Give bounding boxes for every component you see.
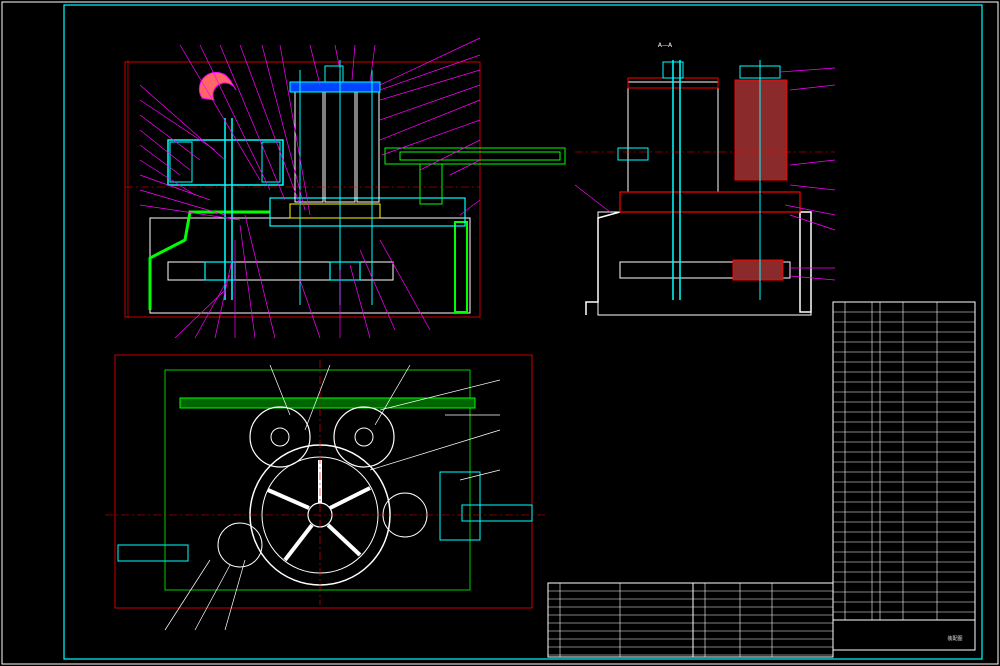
bottom-table-rows [548,590,833,656]
plan-view-sprocket-left [249,406,311,468]
front-view-bottom-gear [167,261,394,281]
front-view-mid-plate [289,203,381,219]
plan-view-conveyor-rail [179,397,476,409]
front-view-top-plate [269,197,466,227]
side-view: A—A [574,42,836,316]
bottom-parts-table [547,582,834,658]
front-view [124,37,566,339]
side-view-right-wall [799,211,812,313]
plan-view-sprocket-right [333,406,395,468]
plan-view-sprocket-right-hub [354,427,374,447]
side-view-section-block [734,79,788,181]
front-view-gearbox-left [169,141,193,183]
front-view-top-nut [324,65,344,83]
plan-view-right-shaft [461,504,533,522]
title-block-caption: 装配图 [947,635,962,642]
side-view-leaders [574,67,836,281]
side-view-bottom-gear [619,261,791,279]
front-view-leaders [139,37,481,339]
front-view-gearbox-right [261,141,281,183]
side-view-mid-plate [619,191,801,213]
front-view-right-wall [454,221,468,313]
front-view-right-arm [384,147,566,165]
side-view-bottom-gear-right [732,259,784,281]
front-view-bottom-gear-core-2 [329,261,361,281]
section-view-label: A—A [658,42,673,49]
front-view-base-wall [148,210,270,310]
plan-view-sprocket-left-hub [270,427,290,447]
front-view-top-cap [289,81,381,93]
side-view-base-wall [585,211,621,315]
plan-view-left-wheel [217,522,263,568]
plan-view-right-motor [439,471,481,541]
drawing-frame [63,4,983,660]
front-view-arm-support [419,163,443,205]
plan-view-leaders [164,364,501,631]
front-view-dimension-frame [124,61,481,318]
bottom-table-frame [547,582,834,658]
plan-view-left-shaft [117,544,189,562]
plan-view-inner-frame [164,369,471,591]
plan-view-outline [114,354,533,609]
side-view-handle [617,147,649,161]
plan-view-main-wheel-spokes [267,460,371,562]
plan-view [105,354,545,631]
parts-list-rows [833,311,975,613]
parts-list-table: 装配图 [832,301,976,651]
